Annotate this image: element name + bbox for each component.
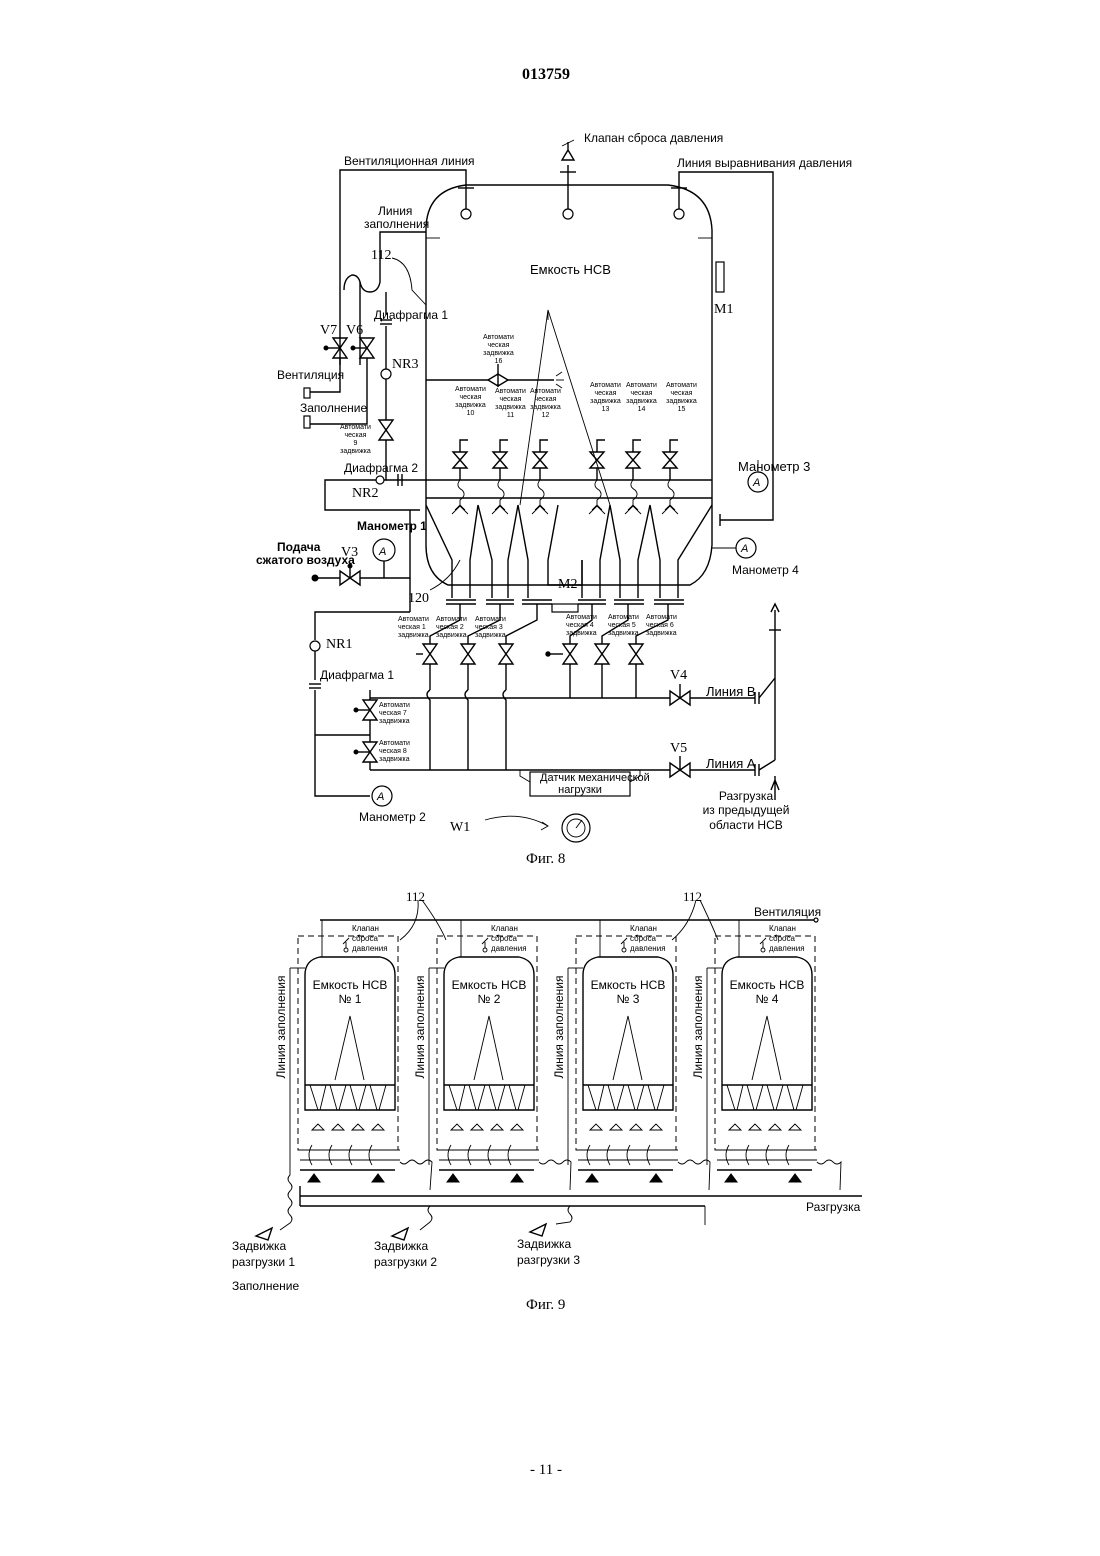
unload-label-2: из предыдущей [696,803,796,817]
equalize-line-label: Линия выравнивания давления [677,156,852,170]
fig9-relief-label-2: Клапансбросадавления [491,924,527,954]
auto-valve-11-label: Автоматическаязадвижка11 [495,388,526,420]
auto-valve-8-label: Автоматическая 8задвижка [379,740,410,764]
fig9-caption: Фиг. 9 [526,1297,565,1314]
fig9-gate-2-label: Задвижкаразгрузки 2 [374,1238,437,1270]
fig9-tank-4-title: Емкость НСВ№ 4 [725,978,809,1006]
fig9-fill-line-1: Линия заполнения [274,972,288,1082]
relief-valve-label: Клапан сброса давления [584,131,723,145]
manometer-4-label: Манометр 4 [732,563,799,577]
fig9-tank-3-title: Емкость НСВ№ 3 [586,978,670,1006]
v6-label: V6 [346,323,363,339]
tank-label: Емкость НСВ [530,262,611,277]
filling-label: Заполнение [300,401,367,415]
check-valve-nr2-icon [376,476,384,484]
nr2-label: NR2 [352,486,378,502]
auto-valve-9-label: Автоматическая9задвижка [340,424,371,456]
fig9-fill-line-4: Линия заполнения [691,972,705,1082]
fig9-unload-label: Разгрузка [806,1200,860,1214]
ref-112-label: 112 [371,248,391,264]
relief-nozzle [563,209,573,219]
fig9-fill-line-2: Линия заполнения [413,972,427,1082]
v7-label: V7 [320,323,337,339]
upper-auto-valves [453,440,678,505]
fig8-caption: Фиг. 8 [526,851,565,868]
fig9-relief-label-4: Клапансбросадавления [769,924,805,954]
figure-8-diagram: A A A A [0,0,1100,880]
auto-valve-5-label: Автоматическая 5задвижка [608,614,639,638]
w1-label: W1 [450,820,470,836]
svg-text:A: A [376,791,384,803]
page-number: - 11 - [530,1462,562,1479]
load-sensor-label-1: Датчик механической [540,772,620,784]
manometer-1-label: Манометр 1 [357,519,427,533]
air-supply-label-1: Подача [277,540,320,554]
line-a-label: Линия A [706,756,756,771]
manometer-3-label: Манометр 3 [738,459,810,474]
fig9-filling-label: Заполнение [232,1279,299,1293]
m2-sensor [552,604,578,612]
diaphragm-1-top-label: Диафрагма 1 [374,308,448,322]
load-sensor-label-2: нагрузки [540,784,620,796]
fig9-relief-label-1: Клапансбросадавления [352,924,388,954]
svg-text:A: A [378,546,386,558]
auto-valve-14-label: Автоматическаязадвижка14 [626,382,657,414]
fig9-ref-112-a: 112 [406,889,425,905]
auto-valve-2-label: Автоматическая 2задвижка [436,616,467,640]
fig9-fill-line-3: Линия заполнения [552,972,566,1082]
fig9-ref-112-b: 112 [683,889,702,905]
fig9-tank-2-title: Емкость НСВ№ 2 [447,978,531,1006]
m1-label: M1 [714,302,733,318]
auto-valve-4-label: Автоматическая 4задвижка [566,614,597,638]
m2-label: M2 [558,577,577,593]
auto-valve-12-label: Автоматическаязадвижка12 [530,388,561,420]
ref-120-label: 120 [408,591,429,607]
diaphragm-1-bottom-label: Диафрагма 1 [320,668,394,682]
nr3-label: NR3 [392,357,418,373]
fig9-ventilation-label: Вентиляция [754,905,821,919]
auto-valve-7-label: Автоматическая 7задвижка [379,702,410,726]
auto-valve-1-label: Автоматическая 1задвижка [398,616,429,640]
fig9-gate-3-label: Задвижкаразгрузки 3 [517,1236,580,1268]
auto-valve-3-label: Автоматическая 3задвижка [475,616,506,640]
unload-label-3: области НСВ [696,818,796,832]
check-valve-nr3-icon [381,369,391,379]
auto-valve-9-icon [379,420,393,440]
ventilation-label: Вентиляция [277,368,344,382]
fig9-tank-4 [707,920,817,1182]
manometer-2-label: Манометр 2 [359,810,426,824]
fig9-relief-label-3: Клапансбросадавления [630,924,666,954]
auto-valve-16-icon [488,374,508,386]
svg-text:A: A [752,477,760,489]
v3-label: V3 [341,545,358,561]
fig9-tank-1-title: Емкость НСВ№ 1 [308,978,392,1006]
auto-valve-10-label: Автоматическаязадвижка10 [455,386,486,418]
diaphragm-2-label: Диафрагма 2 [344,461,418,475]
check-valve-nr1-icon [310,641,320,651]
auto-valve-6-label: Автоматическая 6задвижка [646,614,677,638]
svg-text:A: A [740,543,748,555]
vent-nozzle [461,209,471,219]
fig9-tank-3 [568,920,678,1182]
v5-label: V5 [670,741,687,757]
gate-3-icon [530,1224,546,1236]
fig9-tank-2 [429,920,539,1182]
auto-valve-13-label: Автоматическаязадвижка13 [590,382,621,414]
equalize-nozzle [674,209,684,219]
line-b-label: Линия B [706,684,756,699]
fig9-gate-1-label: Задвижкаразгрузки 1 [232,1238,295,1270]
nr1-label: NR1 [326,637,352,653]
v4-label: V4 [670,668,687,684]
m1-level-gauge [716,262,724,292]
fill-line-label-1: Линия [378,204,412,218]
fig9-tank-1 [290,920,400,1182]
vent-line-label: Вентиляционная линия [344,154,475,168]
auto-valve-15-label: Автоматическаязадвижка15 [666,382,697,414]
unload-label-1: Разгрузка [716,789,776,803]
auto-valve-16-label: Автоматическаязадвижка16 [483,334,514,366]
fill-line-label-2: заполнения [364,217,429,231]
